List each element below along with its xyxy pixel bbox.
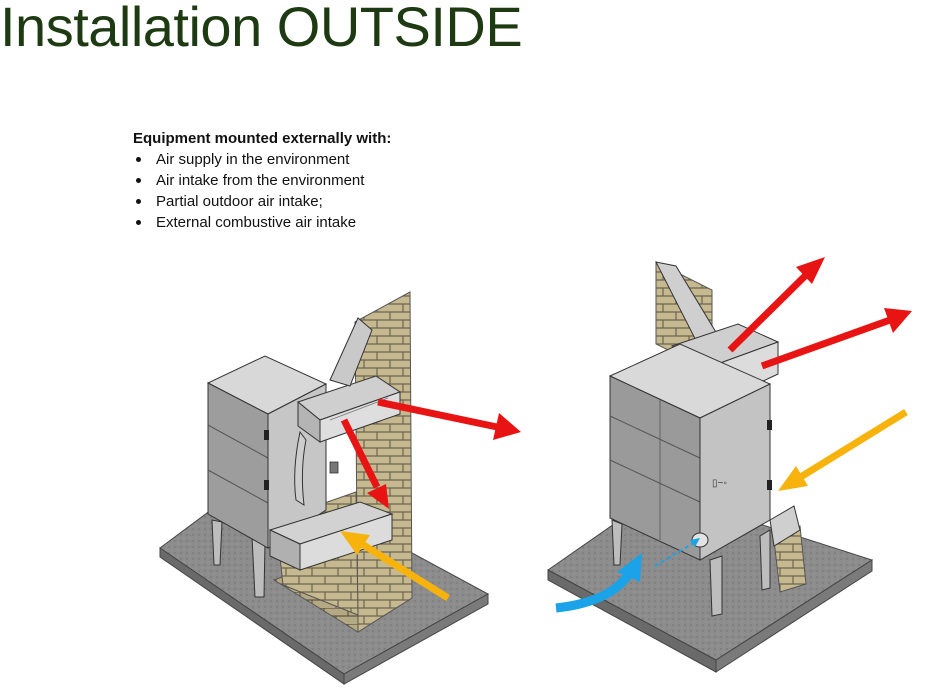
- left-supply-arrow-horizontal: [377, 398, 521, 440]
- list-item: Air intake from the environment: [133, 170, 391, 191]
- left-installation: [159, 291, 521, 685]
- right-supply-arrow-upper: [727, 257, 825, 353]
- left-return-arrow: [340, 531, 450, 601]
- right-floor-slab: [547, 491, 874, 673]
- list-item: Air supply in the environment: [133, 149, 391, 170]
- page-title: Installation OUTSIDE: [0, 0, 523, 58]
- equipment-list: Air supply in the environment Air intake…: [133, 149, 391, 233]
- equipment-description: Equipment mounted externally with: Air s…: [133, 129, 391, 233]
- list-item: External combustive air intake: [133, 212, 391, 233]
- equipment-heading: Equipment mounted externally with:: [133, 130, 392, 147]
- left-supply-arrow-down: [340, 418, 389, 509]
- right-supply-arrow-lower: [760, 308, 912, 370]
- right-combustive-air-arrow: [555, 538, 700, 613]
- list-item: Partial outdoor air intake;: [133, 191, 391, 212]
- right-air-unit: ▯~◦: [608, 323, 801, 617]
- right-installation: ▯~◦: [547, 257, 912, 673]
- svg-text:▯~◦: ▯~◦: [712, 478, 727, 489]
- right-return-arrow: [778, 409, 908, 491]
